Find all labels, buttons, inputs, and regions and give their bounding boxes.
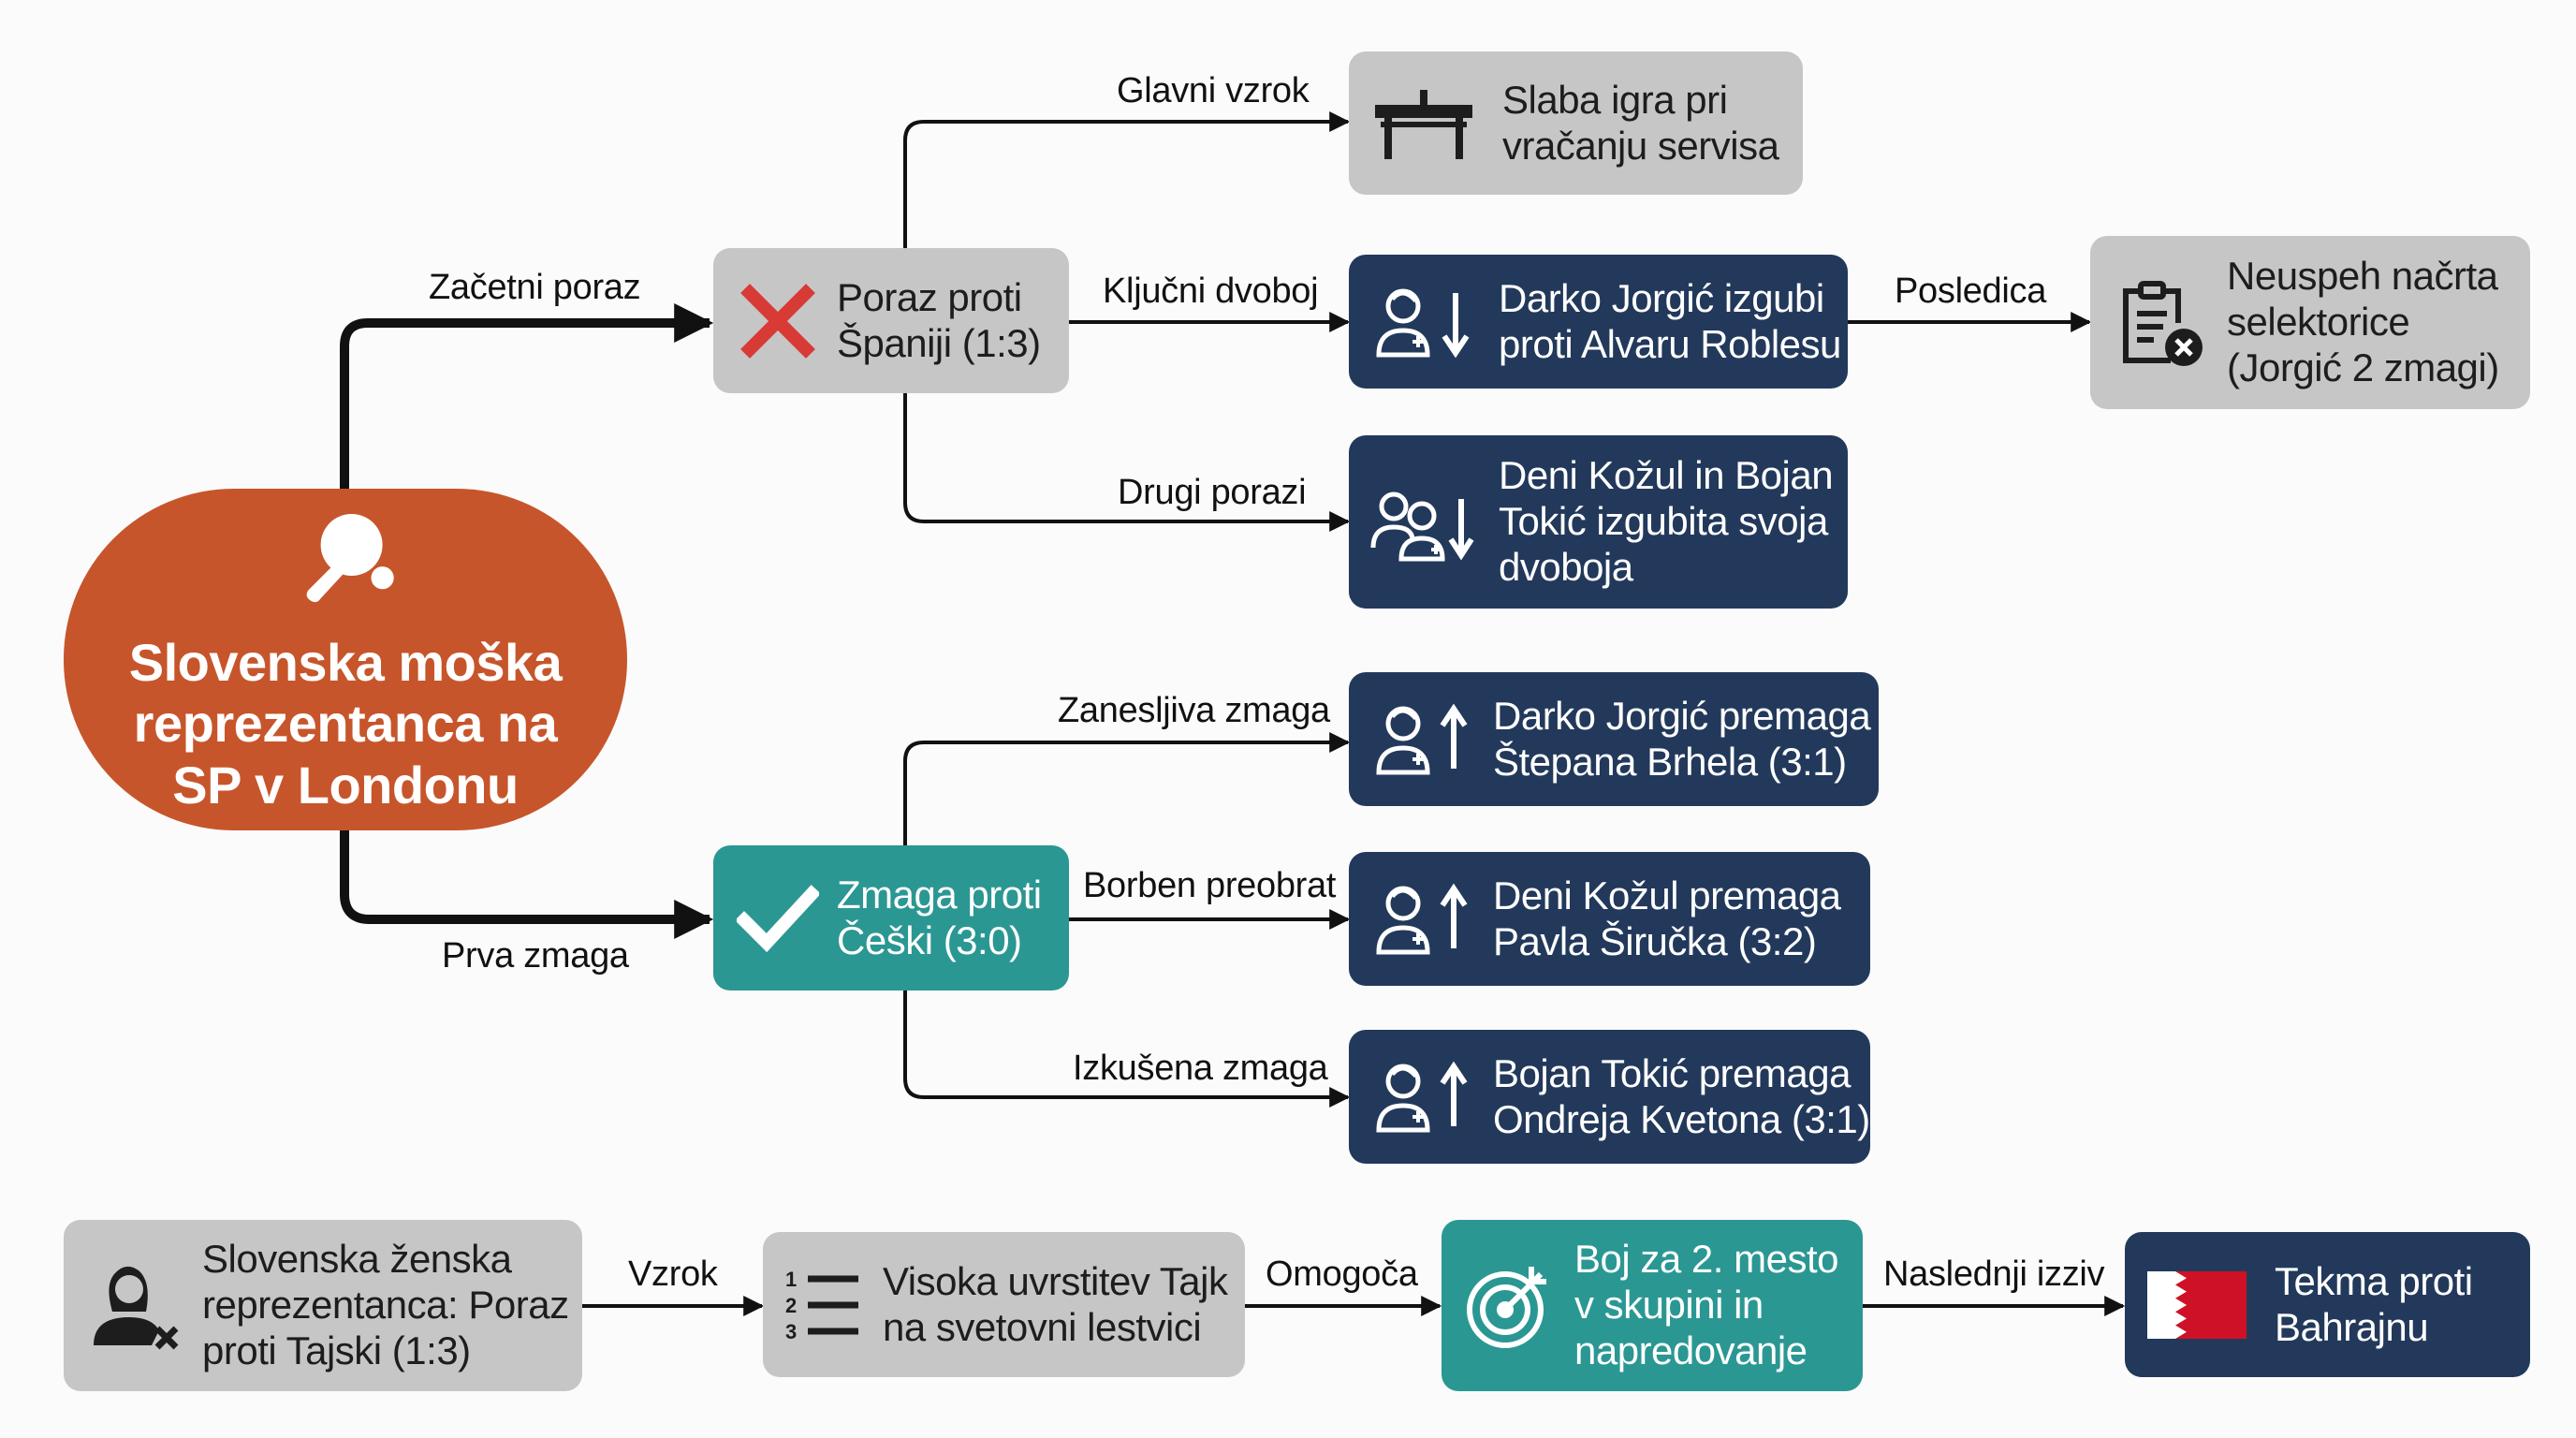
numbered-list-icon: 1 2 3 — [783, 1266, 862, 1344]
player-up-arrow-icon — [1371, 697, 1472, 782]
node-match-vs-bahrain: Tekma proti Bahrajnu — [2125, 1232, 2530, 1377]
node-text-line: Zmaga proti — [837, 872, 1042, 917]
checkmark-icon — [736, 881, 820, 956]
edge-loss-serve — [903, 111, 1351, 248]
svg-text:3: 3 — [785, 1320, 797, 1343]
edge-win-jorgic — [903, 732, 1351, 845]
node-text-line: vračanju servisa — [1502, 123, 1779, 168]
edge-label-main-cause: Glavni vzrok — [1117, 71, 1310, 110]
node-women-loss-thailand: Slovenska ženska reprezentanca: Poraz pr… — [64, 1220, 582, 1391]
edge-root-loss — [340, 303, 714, 489]
node-text-line: Visoka uvrstitev Tajk — [883, 1258, 1228, 1303]
node-text-line: Slaba igra pri — [1502, 77, 1728, 122]
node-text-line: Darko Jorgić izgubi — [1499, 275, 1824, 320]
node-kozul-beats-sirucek: Deni Kožul premaga Pavla Širučka (3:2) — [1349, 852, 1870, 986]
svg-text:2: 2 — [785, 1294, 797, 1317]
edge-label-reliable-win: Zanesljiva zmaga — [1058, 691, 1330, 730]
node-text-line: Deni Kožul premaga — [1493, 873, 1841, 917]
node-text-line: Boj za 2. mesto — [1574, 1237, 1838, 1282]
node-text-line: Neuspeh načrta — [2227, 254, 2498, 299]
root-node: Slovenska moška reprezentanca na SP v Lo… — [64, 489, 627, 830]
ping-pong-paddle-icon — [294, 504, 397, 611]
node-coach-plan-failure: Neuspeh načrta selektorice (Jorgić 2 zma… — [2090, 236, 2530, 409]
node-text-line: proti Alvaru Roblesu — [1499, 321, 1841, 366]
node-text-line: Bahrajnu — [2275, 1304, 2429, 1349]
node-text-line: v skupini in — [1574, 1283, 1764, 1328]
node-text-line: napredovanje — [1574, 1328, 1808, 1372]
edge-label-key-duel: Ključni dvoboj — [1103, 271, 1319, 311]
node-text-line: proti Tajski (1:3) — [202, 1328, 471, 1372]
edge-root-win — [340, 830, 714, 939]
node-text-line: Tokić izgubita svoja — [1499, 499, 1828, 544]
two-players-down-arrow-icon — [1368, 480, 1476, 565]
node-text-line: Bojan Tokić premaga — [1493, 1050, 1851, 1095]
edge-label-first-win: Prva zmaga — [442, 936, 629, 976]
ping-pong-table-icon — [1371, 84, 1476, 163]
node-fight-for-second-place: Boj za 2. mesto v skupini in napredovanj… — [1442, 1220, 1863, 1391]
node-text-line: Slovenska ženska — [202, 1237, 512, 1282]
edge-label-fighting-comeback: Borben preobrat — [1083, 866, 1337, 905]
node-text-line: na svetovni lestvici — [883, 1304, 1202, 1349]
node-jorgic-beats-brhel: Darko Jorgić premaga Štepana Brhela (3:1… — [1349, 672, 1879, 806]
node-text-line: Štepana Brhela (3:1) — [1493, 739, 1847, 784]
node-text-line: Češki (3:0) — [837, 917, 1022, 962]
node-poor-serve-return: Slaba igra pri vračanju servisa — [1349, 51, 1803, 195]
node-text-line: Tekma proti — [2275, 1258, 2473, 1303]
node-loss-spain: Poraz proti Španiji (1:3) — [713, 248, 1069, 393]
node-thai-world-ranking: 1 2 3 Visoka uvrstitev Tajk na svetovni le… — [763, 1232, 1245, 1377]
edge-label-next-challenge: Naslednji izziv — [1883, 1255, 2105, 1294]
node-text-line: reprezentanca: Poraz — [202, 1283, 569, 1328]
edge-win-tokic — [903, 990, 1351, 1108]
edge-label-experienced-win: Izkušena zmaga — [1073, 1049, 1328, 1088]
red-x-icon — [738, 283, 818, 359]
node-text-line: Poraz proti — [837, 274, 1022, 319]
node-text-line: selektorice — [2227, 300, 2410, 345]
node-tokic-beats-kveton: Bojan Tokić premaga Ondreja Kvetona (3:1… — [1349, 1030, 1870, 1164]
edge-label-consequence: Posledica — [1895, 271, 2047, 311]
woman-x-icon — [84, 1257, 182, 1355]
edge-label-initial-loss: Začetni poraz — [429, 268, 641, 307]
player-up-arrow-icon — [1371, 877, 1472, 961]
node-text-line: (Jorgić 2 zmagi) — [2227, 345, 2499, 389]
node-text-line: dvoboja — [1499, 544, 1633, 589]
edge-label-enables: Omogoča — [1266, 1255, 1418, 1294]
root-title-line-1: Slovenska moška — [128, 632, 563, 692]
bahrain-flag-icon — [2147, 1270, 2247, 1339]
edge-label-cause: Vzrok — [628, 1255, 718, 1294]
node-text-line: Pavla Širučka (3:2) — [1493, 918, 1817, 963]
node-jorgic-loses-robles: Darko Jorgić izgubi proti Alvaru Roblesu — [1349, 255, 1848, 389]
player-up-arrow-icon — [1371, 1055, 1472, 1139]
node-kozul-tokic-losses: Deni Kožul in Bojan Tokić izgubita svoja… — [1349, 435, 1848, 609]
target-icon — [1464, 1261, 1554, 1351]
root-title-line-3: SP v Londonu — [172, 755, 519, 814]
svg-text:1: 1 — [785, 1268, 797, 1291]
root-title-line-2: reprezentanca na — [133, 694, 558, 754]
node-text-line: Darko Jorgić premaga — [1493, 693, 1871, 738]
node-win-czech: Zmaga proti Češki (3:0) — [713, 845, 1069, 990]
edge-label-other-losses: Drugi porazi — [1118, 473, 1307, 512]
edge-loss-others — [903, 393, 1351, 532]
node-text-line: Španiji (1:3) — [837, 320, 1041, 365]
player-down-arrow-icon — [1371, 280, 1476, 364]
clipboard-x-icon — [2113, 276, 2206, 370]
node-text-line: Deni Kožul in Bojan — [1499, 453, 1834, 498]
node-text-line: Ondreja Kvetona (3:1) — [1493, 1096, 1870, 1141]
